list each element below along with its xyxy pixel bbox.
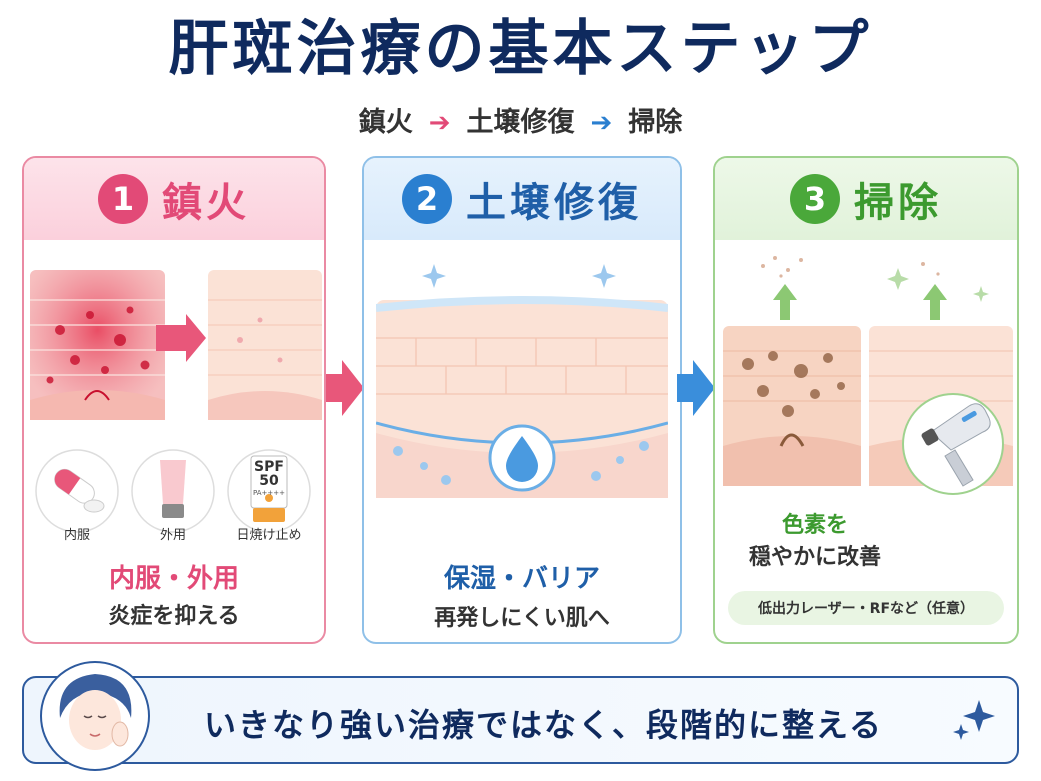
icon-label-oral: 内服 bbox=[63, 528, 90, 543]
calm-skin bbox=[208, 270, 322, 420]
step2-title: 土壌修復 bbox=[466, 180, 642, 226]
step3-title: 掃除 bbox=[854, 180, 942, 226]
inflamed-skin-illustration bbox=[30, 270, 322, 420]
step3-number-badge: 3 bbox=[790, 174, 840, 224]
big-arrow-right-icon bbox=[677, 360, 715, 416]
arrow-right-icon: ➔ bbox=[428, 108, 451, 138]
bottom-message: いきなり強い治療ではなく、段階的に整える bbox=[204, 706, 884, 744]
sunscreen-pa: PA++++ bbox=[252, 489, 286, 497]
step3-options-pill: 低出力レーザー・RFなど（任意） bbox=[728, 591, 1004, 625]
arrow-up-icon bbox=[773, 284, 797, 320]
step2-header: 2 土壌修復 bbox=[364, 158, 680, 240]
step1-number-badge: 1 bbox=[98, 174, 148, 224]
step2-number-badge: 2 bbox=[402, 174, 452, 224]
page-title: 肝斑治療の基本ステップ bbox=[168, 14, 873, 84]
pigment-removal-illustration bbox=[723, 256, 1013, 495]
sparkle-icon bbox=[887, 268, 909, 290]
laser-device-icon bbox=[902, 393, 1004, 495]
flow-step3: 掃除 bbox=[628, 107, 683, 138]
flow-step1: 鎮火 bbox=[358, 107, 413, 138]
step2-panel: 2 土壌修復 保湿・バリア 再発しにくい肌へ bbox=[362, 156, 682, 644]
step1-header: 1 鎮火 bbox=[24, 158, 324, 240]
arrow-right-icon: ➔ bbox=[590, 108, 613, 138]
icon-label-topical: 外用 bbox=[159, 528, 186, 543]
step3-panel: 3 掃除 bbox=[713, 156, 1019, 644]
icon-label-sunscreen: 日焼け止め bbox=[236, 528, 302, 543]
arrow-up-icon bbox=[923, 284, 947, 320]
big-arrow-right-icon bbox=[326, 360, 364, 416]
skin-repair-illustration bbox=[376, 264, 668, 498]
sparkle-icon bbox=[422, 264, 446, 288]
step1-title: 鎮火 bbox=[162, 180, 250, 226]
flow-step2: 土壌修復 bbox=[466, 107, 575, 138]
sparkle-icon bbox=[592, 264, 616, 288]
step3-header: 3 掃除 bbox=[715, 158, 1017, 240]
pill-capsule-icon bbox=[35, 449, 119, 533]
sparkle-icon bbox=[973, 286, 989, 302]
step3-caption-main: 色素を 穏やかに改善 bbox=[715, 510, 915, 574]
sunscreen-label: SPF 50 bbox=[254, 459, 284, 489]
step2-caption-main: 保湿・バリア bbox=[443, 564, 600, 594]
step1-caption-main: 内服・外用 bbox=[108, 564, 239, 594]
water-drop-icon bbox=[488, 424, 556, 492]
sparkle-icon bbox=[953, 700, 995, 740]
step1-panel: 1 鎮火 bbox=[22, 156, 326, 644]
cream-tube-icon bbox=[131, 449, 215, 533]
woman-face-avatar bbox=[40, 661, 150, 771]
step3-caption-line2: 穏やかに改善 bbox=[748, 545, 881, 570]
arrow-right-icon bbox=[156, 314, 206, 362]
pigmented-skin bbox=[723, 326, 861, 486]
step2-caption-sub: 再発しにくい肌へ bbox=[434, 606, 610, 631]
sunscreen-icon bbox=[227, 449, 311, 533]
bottom-banner: いきなり強い治療ではなく、段階的に整える bbox=[22, 676, 1019, 764]
step1-caption-sub: 炎症を抑える bbox=[108, 604, 240, 629]
inflamed-skin bbox=[30, 270, 165, 420]
step3-caption-line1: 色素を bbox=[781, 513, 848, 538]
flow-subtitle: 鎮火 ➔ 土壌修復 ➔ 掃除 bbox=[0, 106, 1041, 140]
